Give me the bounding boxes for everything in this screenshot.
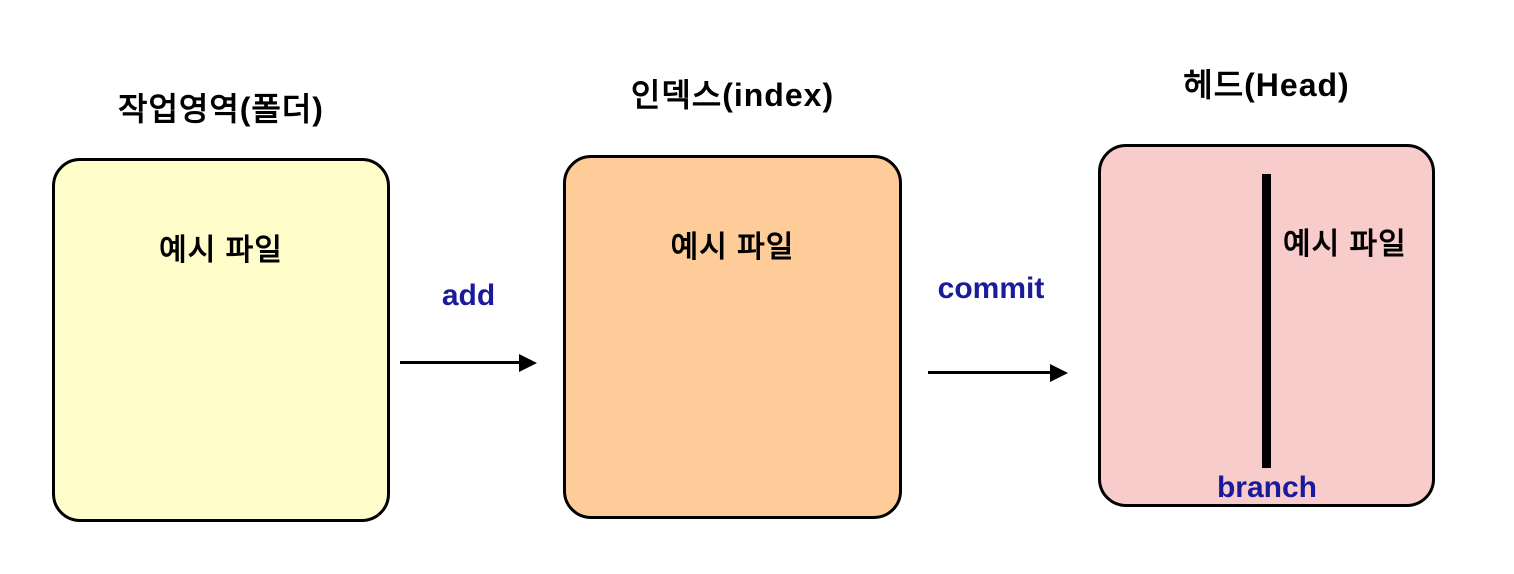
add-arrow-label: add — [441, 279, 496, 312]
head-title: 헤드(Head) — [1183, 67, 1350, 103]
add-arrow — [400, 354, 537, 372]
right-arrowhead-icon — [1050, 364, 1068, 382]
commit-arrow-line — [928, 371, 1052, 374]
head-file-label: 예시 파일 — [1283, 228, 1407, 261]
index-title: 인덱스(index) — [630, 77, 835, 113]
branch-line — [1262, 174, 1271, 468]
working-area-file-label: 예시 파일 — [159, 234, 283, 267]
right-arrowhead-icon — [519, 354, 537, 372]
working-area-box: 예시 파일 — [52, 158, 390, 522]
add-arrow-line — [400, 361, 521, 364]
index-file-label: 예시 파일 — [670, 231, 795, 264]
commit-arrow — [928, 364, 1068, 382]
commit-arrow-label: commit — [937, 272, 1045, 305]
branch-label: branch — [1216, 471, 1318, 504]
working-area-title: 작업영역(폴더) — [118, 91, 324, 127]
head-box: 예시 파일 branch — [1098, 144, 1435, 507]
index-box: 예시 파일 — [563, 155, 902, 519]
